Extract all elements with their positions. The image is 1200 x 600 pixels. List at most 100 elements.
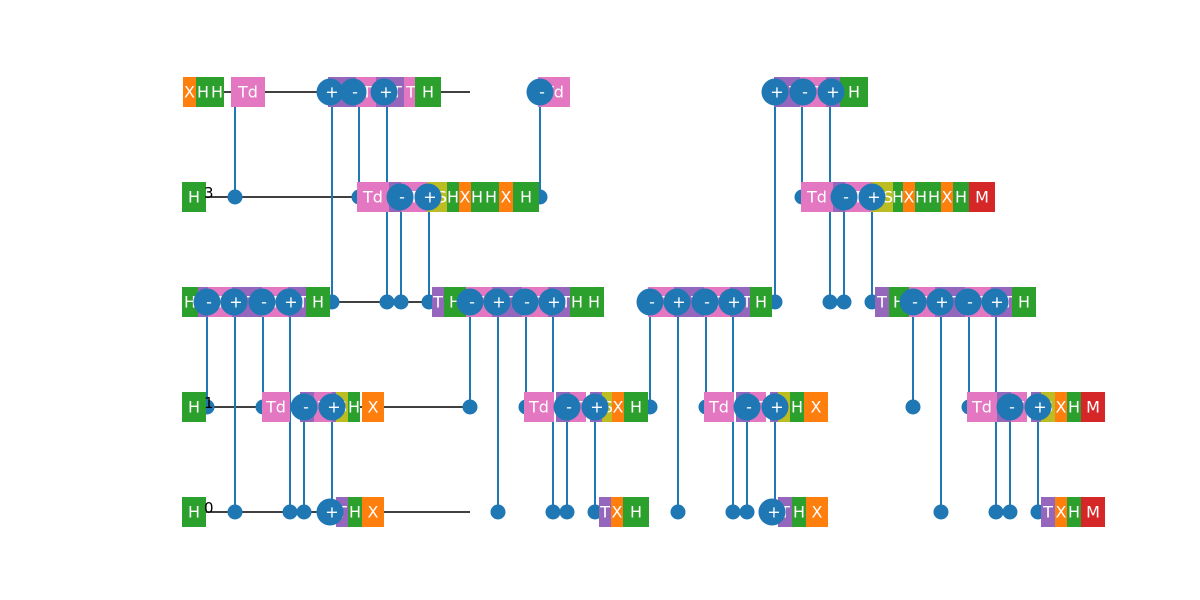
target-circle <box>220 288 248 316</box>
hadamard-gate-label: H <box>485 188 497 207</box>
target-symbol: - <box>469 293 475 312</box>
hadamard-gate-label: H <box>588 293 600 312</box>
hadamard-gate <box>182 182 206 212</box>
hadamard-gate <box>927 182 941 212</box>
hadamard-gate <box>953 182 969 212</box>
hadamard-gate-label: H <box>211 83 223 102</box>
measure-gate <box>1081 497 1105 527</box>
hadamard-gate <box>1067 392 1081 422</box>
hadamard-gate <box>624 392 648 422</box>
not-gate <box>806 497 828 527</box>
t-dagger-gate <box>801 182 833 212</box>
target-circle <box>581 393 609 421</box>
not-gate <box>362 497 384 527</box>
target-symbol: + <box>590 398 603 417</box>
control-dot <box>296 504 312 520</box>
target-circle <box>511 288 539 316</box>
target-circle <box>926 288 954 316</box>
hadamard-gate <box>182 392 206 422</box>
target-circle <box>483 288 511 316</box>
target-circle <box>899 288 927 316</box>
not-gate-label: X <box>368 503 379 522</box>
control-dot <box>725 504 741 520</box>
t-gate-label: T <box>852 188 863 207</box>
gates: XHHTdTTTTTTHTdTTTTHHTdTTSSHXHHXHTdTTSSHX… <box>182 77 1105 527</box>
target-circle <box>248 288 276 316</box>
phase-gate-label: T <box>599 503 610 522</box>
hadamard-gate <box>415 77 441 107</box>
target-symbol: - <box>303 398 309 417</box>
target-symbol: + <box>327 398 340 417</box>
target-symbol: - <box>206 293 212 312</box>
measure-gate-label: M <box>1086 398 1100 417</box>
t-dagger-gate <box>231 77 265 107</box>
measure-gate <box>1081 392 1105 422</box>
t-dagger-gate <box>967 392 997 422</box>
target-symbol: - <box>967 293 973 312</box>
target-circle <box>316 498 344 526</box>
s-gate-label: S <box>883 188 893 207</box>
not-gate-label: X <box>1056 503 1067 522</box>
hadamard-gate <box>623 497 649 527</box>
hadamard-gate-label: H <box>848 83 860 102</box>
target-symbol: - <box>524 293 530 312</box>
t-dagger-gate-label: Td <box>806 188 827 207</box>
target-circle <box>316 78 344 106</box>
target-symbol: + <box>379 83 392 102</box>
t-gate <box>404 77 418 107</box>
hadamard-gate-label: H <box>892 188 904 207</box>
target-symbol: - <box>912 293 918 312</box>
target-symbol: + <box>727 293 740 312</box>
hadamard-gate-label: H <box>791 398 803 417</box>
phase-gate <box>1041 497 1055 527</box>
hadamard-gate-label: H <box>1068 398 1080 417</box>
target-circle <box>718 288 746 316</box>
control-dot <box>739 504 755 520</box>
target-circle <box>996 393 1024 421</box>
hadamard-gate-label: H <box>349 503 361 522</box>
target-circle <box>193 288 221 316</box>
not-gate-label: X <box>460 188 471 207</box>
control-dot <box>988 504 1004 520</box>
phase-gate <box>599 497 611 527</box>
s-gate <box>883 182 893 212</box>
hadamard-gate-label: H <box>915 188 927 207</box>
hadamard-gate-label: H <box>955 188 967 207</box>
target-symbol: + <box>547 293 560 312</box>
phase-gate <box>298 287 308 317</box>
target-symbol: + <box>826 83 839 102</box>
target-symbol: - <box>843 188 849 207</box>
target-symbol: - <box>399 188 405 207</box>
hadamard-gate-label: H <box>630 503 642 522</box>
hadamard-gate-label: H <box>928 188 940 207</box>
hadamard-gate <box>182 287 198 317</box>
control-dot <box>490 504 506 520</box>
hadamard-gate-label: H <box>1018 293 1030 312</box>
hadamard-gate <box>210 77 224 107</box>
not-gate <box>459 182 471 212</box>
target-symbol: + <box>325 503 338 522</box>
target-circle <box>981 288 1009 316</box>
t-gate-label: T <box>408 188 419 207</box>
t-dagger-gate <box>357 182 389 212</box>
target-circle <box>339 78 367 106</box>
control-dot <box>587 504 603 520</box>
hadamard-gate-label: H <box>520 188 532 207</box>
control-dot <box>905 399 921 415</box>
control-dot <box>670 504 686 520</box>
hadamard-gate-label: H <box>188 188 200 207</box>
t-dagger-gate-label: Td <box>708 398 729 417</box>
phase-gate-label: T <box>876 293 887 312</box>
phase-gate <box>742 287 752 317</box>
target-symbol: + <box>770 398 783 417</box>
control-dot <box>227 504 243 520</box>
hadamard-gate <box>792 497 806 527</box>
t-dagger-gate-label: Td <box>971 398 992 417</box>
target-symbol: + <box>1033 398 1046 417</box>
target-circle <box>1024 393 1052 421</box>
hadamard-gate-label: H <box>1068 503 1080 522</box>
not-gate-label: X <box>942 188 953 207</box>
hadamard-gate-label: H <box>348 398 360 417</box>
hadamard-gate-label: H <box>571 293 583 312</box>
